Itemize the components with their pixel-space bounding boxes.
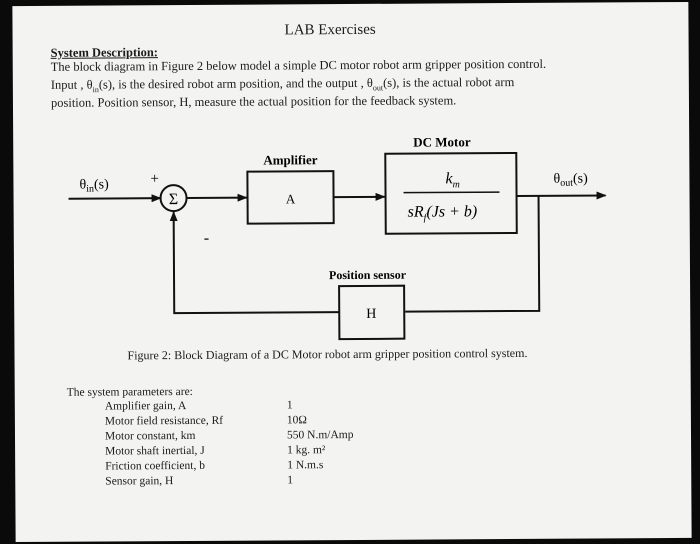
worksheet-page: LAB Exercises System Description: The bl… [12,1,692,543]
amplifier-title: Amplifier [263,152,317,167]
plus-sign: + [150,171,159,187]
parameter-value: 10Ω [286,414,307,427]
input-signal-line [68,194,162,203]
parameter-value: 550 N.m/Amp [286,428,354,442]
sensor-title: Position sensor [329,268,407,282]
parameter-name: Motor constant, km [104,429,196,443]
figure-caption: Figure 2: Block Diagram of a DC Motor ro… [127,345,528,363]
parameter-value: 1 kg. m² [287,444,326,457]
parameter-value: 1 [286,399,293,412]
input-label: θin(s) [79,177,109,194]
amplifier-gain-label: A [286,191,296,206]
parameters-intro: The system parameters are: [66,385,193,399]
dc-motor-title: DC Motor [413,134,471,149]
minus-sign: - [204,230,209,247]
parameter-name: Motor field resistance, Rf [104,414,224,428]
feedback-return-line [169,211,340,315]
motor-numerator: km [445,170,459,190]
feedback-path-top [405,195,541,313]
block-diagram: θin(s) + - Σ Amplifier A DC Motor km sRf… [68,134,607,341]
dc-motor-block [384,151,518,235]
motor-denominator: sRf(Js + b) [408,203,478,223]
parameter-name: Motor shaft inertial, J [105,444,205,458]
parameter-name: Sensor gain, H [105,475,174,488]
parameter-name: Friction coefficient, b [105,459,205,473]
output-signal-line [516,191,607,200]
sum-symbol: Σ [169,191,178,208]
output-label: θout(s) [553,172,588,189]
parameter-name: Amplifier gain, A [104,400,187,413]
parameter-value: 1 [287,474,294,487]
transfer-function-fraction-bar [403,191,500,194]
parameter-value: 1 N.m.s [287,459,324,472]
sensor-gain-label: H [366,307,376,322]
